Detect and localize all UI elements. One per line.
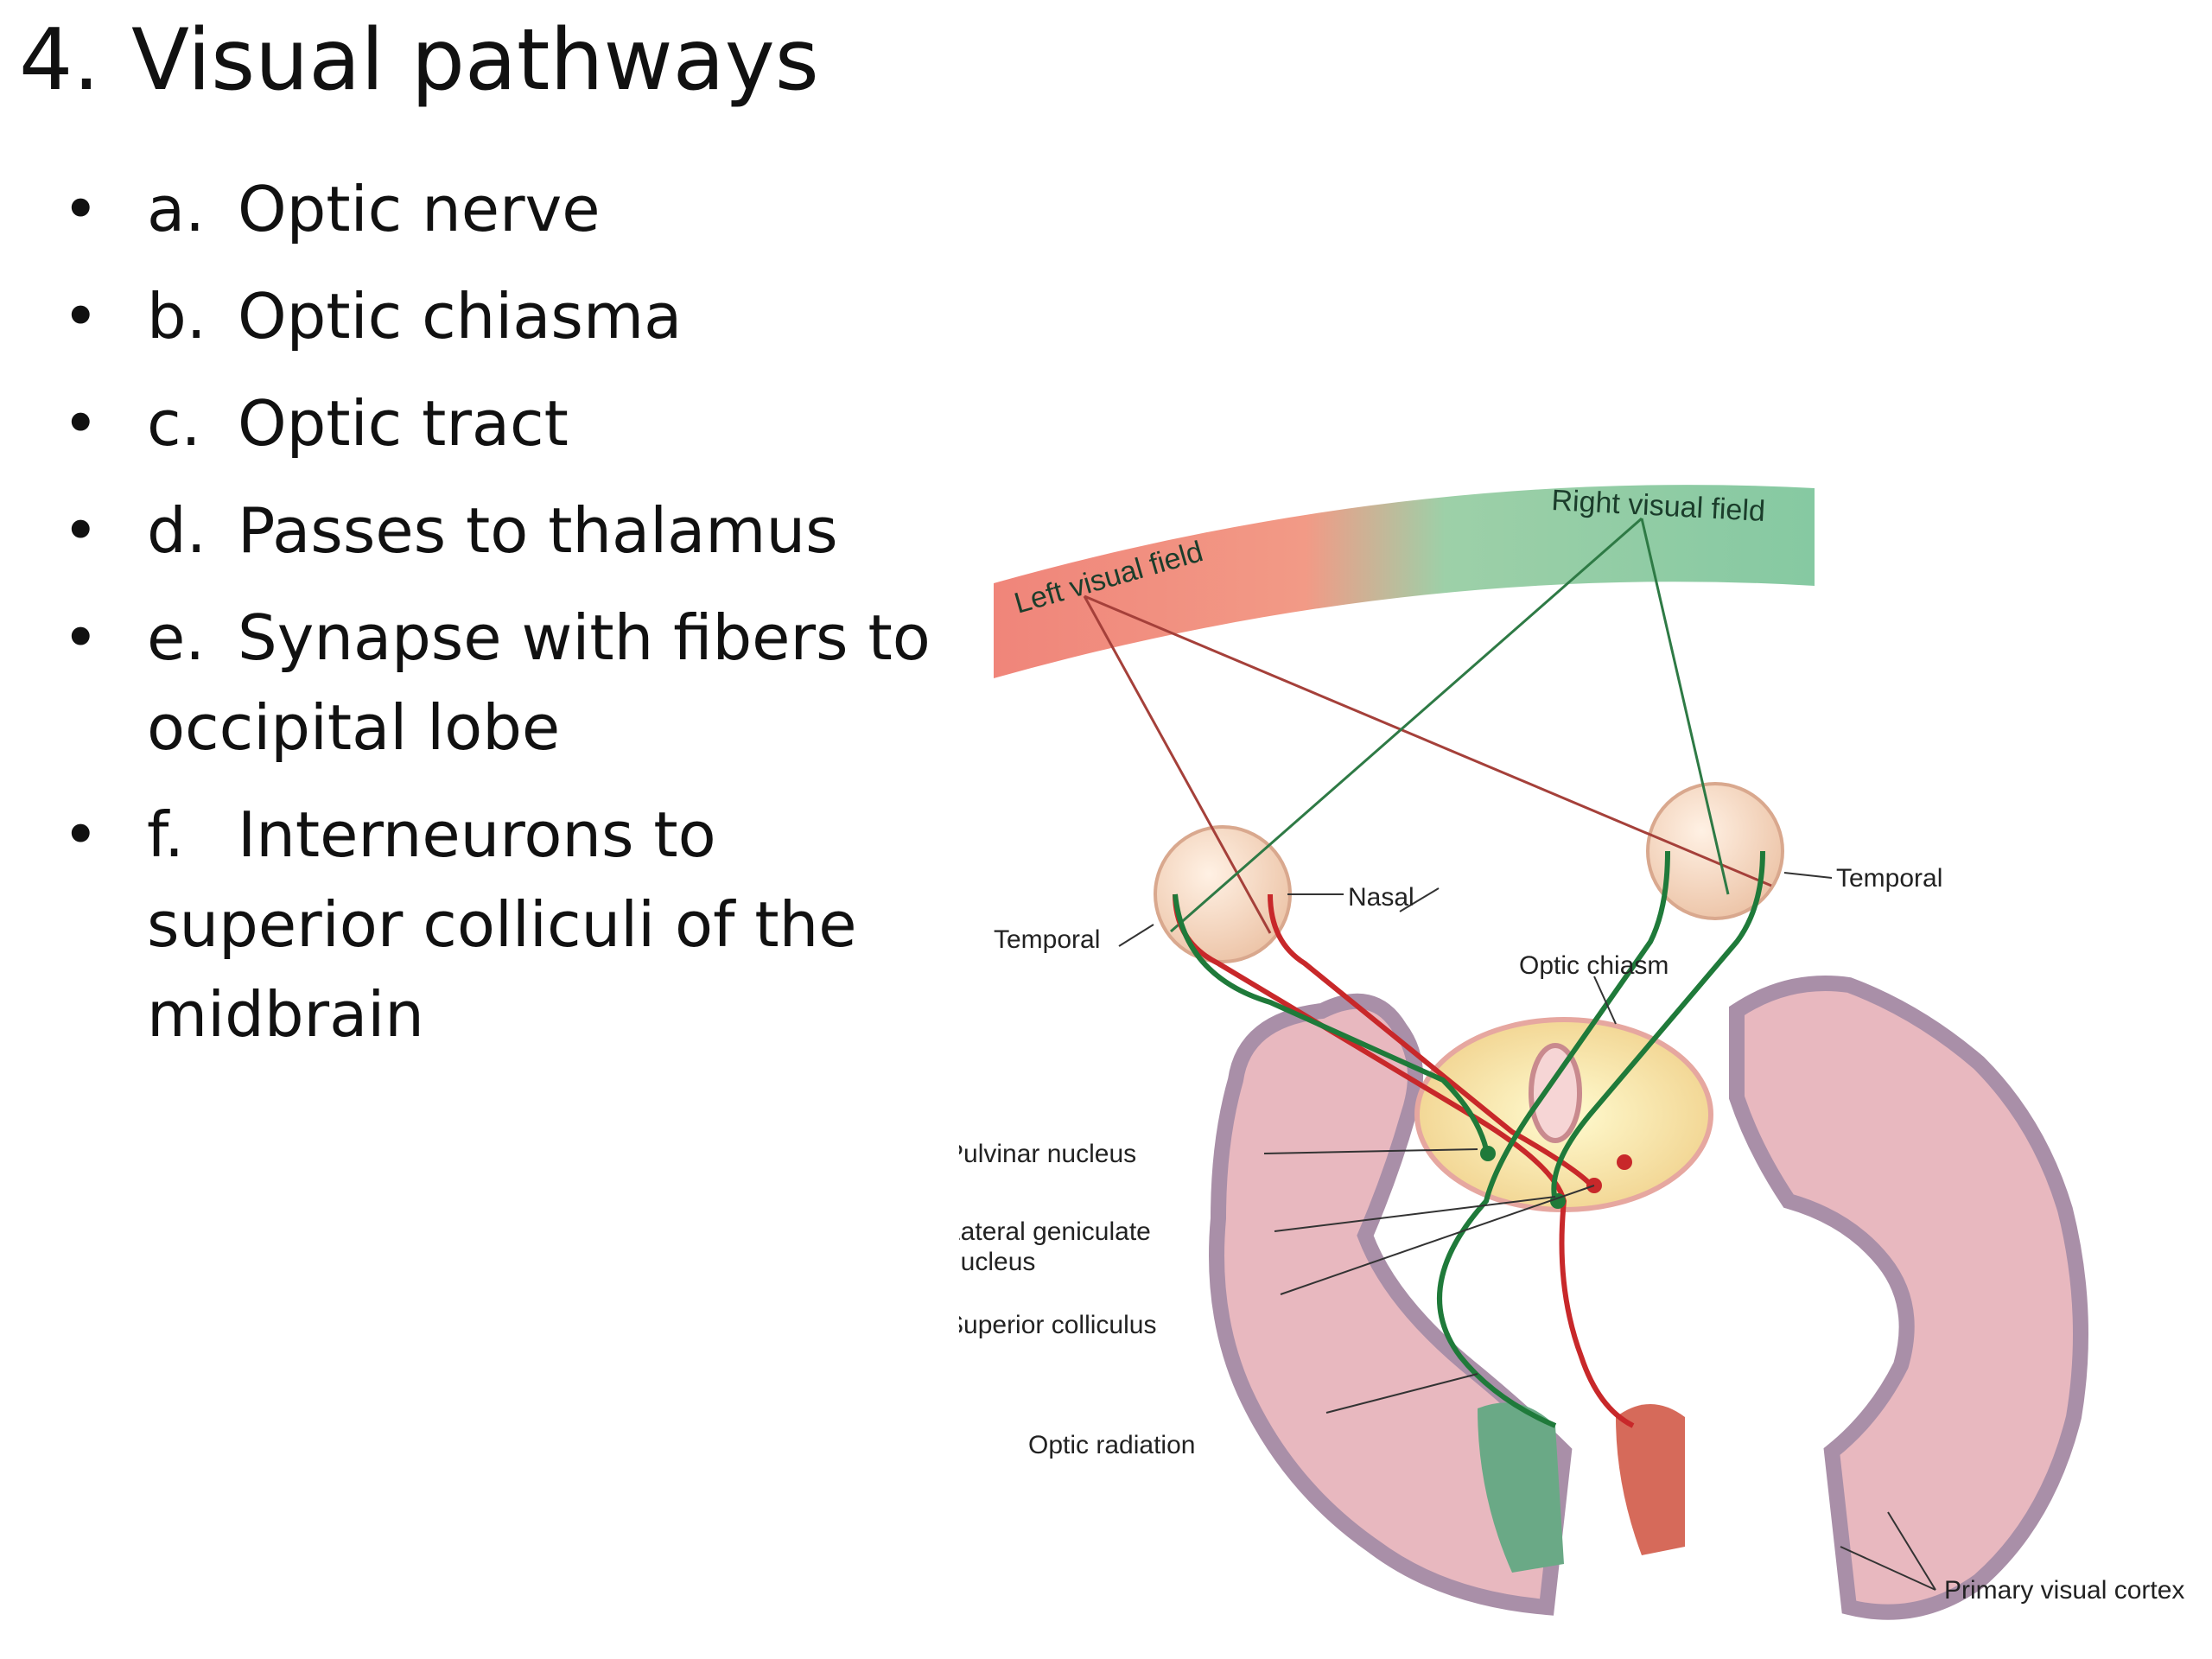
- bullet-letter: a.: [147, 173, 206, 245]
- bullet-text: Synapse with fibers to occipital lobe: [147, 601, 931, 764]
- bullet-text: Optic nerve: [238, 173, 601, 245]
- bullet-item: • a. Optic nerve: [52, 164, 933, 254]
- bullet-text: Interneurons to superior colliculi of th…: [147, 798, 857, 1051]
- lateral-geniculate-label-1: Lateral geniculate: [959, 1217, 1151, 1246]
- leader-lines: [1118, 872, 1936, 1591]
- bullet-letter: d.: [147, 494, 207, 567]
- bullet-dot-icon: •: [62, 494, 99, 567]
- bullet-item: • c. Optic tract: [52, 378, 933, 468]
- right-visual-cortex: [1616, 1404, 1685, 1555]
- nasal-label: Nasal: [1348, 883, 1414, 912]
- bullet-dot-icon: •: [62, 601, 99, 674]
- bullet-letter: b.: [147, 280, 207, 353]
- optic-radiation-label: Optic radiation: [1028, 1431, 1195, 1459]
- visual-pathway-diagram: Left visual field Right visual field: [959, 484, 2184, 1620]
- light-rays: [1083, 517, 1772, 934]
- bullet-letter: f.: [147, 798, 184, 871]
- temporal-left-label: Temporal: [994, 925, 1100, 954]
- bullet-dot-icon: •: [62, 798, 99, 871]
- bullet-item: • d. Passes to thalamus: [52, 486, 933, 575]
- bullet-letter: e.: [147, 601, 206, 674]
- bullet-text: Optic tract: [238, 387, 569, 460]
- slide-title: 4. Visual pathways: [19, 10, 819, 112]
- bullet-dot-icon: •: [62, 173, 99, 245]
- bullet-letter: c.: [147, 387, 201, 460]
- left-visual-cortex: [1478, 1402, 1564, 1573]
- bullet-dot-icon: •: [62, 387, 99, 460]
- bullet-text: Passes to thalamus: [238, 494, 838, 567]
- right-eye: [1646, 782, 1784, 920]
- title-text: Visual pathways: [131, 11, 819, 110]
- pulvinar-nucleus-label: Pulvinar nucleus: [959, 1140, 1136, 1168]
- bullet-item: • b. Optic chiasma: [52, 271, 933, 361]
- visual-field-band: [994, 485, 1815, 678]
- optic-chiasm-label: Optic chiasm: [1519, 951, 1669, 980]
- bullet-list: • a. Optic nerve • b. Optic chiasma • c. Optic…: [52, 164, 933, 1077]
- title-number: 4.: [19, 11, 100, 110]
- third-ventricle: [1529, 1043, 1582, 1143]
- bullet-item: • e.Synapse with fibers to occipital lobe: [52, 593, 933, 772]
- temporal-right-label: Temporal: [1836, 864, 1942, 893]
- lateral-geniculate-label-2: nucleus: [959, 1248, 1035, 1276]
- bullet-text: Optic chiasma: [238, 280, 683, 353]
- right-hemisphere: [1729, 976, 2088, 1620]
- primary-visual-cortex-label: Primary visual cortex: [1944, 1576, 2184, 1605]
- superior-colliculus-label: Superior colliculus: [959, 1311, 1156, 1339]
- bullet-dot-icon: •: [62, 280, 99, 353]
- bullet-item: • f.Interneurons to superior colliculi of…: [52, 790, 933, 1059]
